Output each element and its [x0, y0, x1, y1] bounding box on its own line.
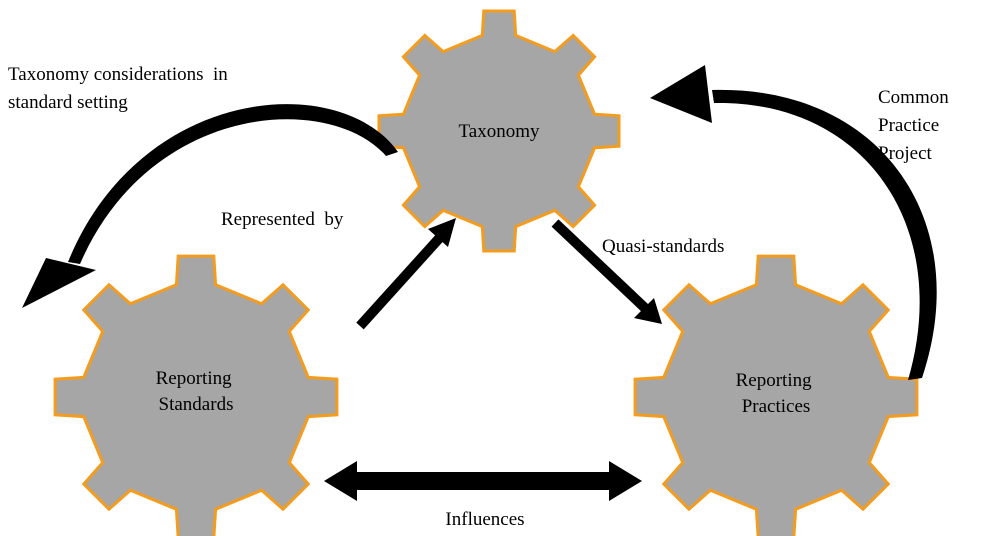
taxonomy-to-practices-arrowhead: [634, 298, 662, 324]
taxonomy-to-standards-curved-arrow: [68, 104, 398, 264]
standards-to-taxonomy-arrowhead: [428, 218, 456, 247]
influences-label: Influences: [445, 509, 524, 530]
reporting-practices-gear-label: Reporting Practices: [736, 370, 817, 417]
practices-to-taxonomy-arrowhead: [650, 65, 712, 123]
influences-double-arrow: [324, 461, 642, 501]
standards-to-taxonomy-arrow-shaft: [356, 229, 448, 330]
taxonomy-gear-label: Taxonomy: [459, 121, 540, 142]
taxonomy-to-practices-arrow-shaft: [551, 219, 650, 313]
represented-by-label: Represented by: [221, 209, 344, 230]
common-practice-project-label: Common Practice Project: [878, 87, 953, 164]
taxonomy-to-standards-arrowhead: [22, 258, 96, 308]
reporting-practices-gear: [633, 254, 919, 536]
reporting-standards-gear-label: Reporting Standards: [156, 368, 237, 415]
taxonomy-gear: [377, 9, 621, 253]
taxonomy-considerations-label: Taxonomy considerations in standard sett…: [8, 64, 233, 113]
practices-to-taxonomy-curved-arrow: [712, 89, 937, 380]
reporting-standards-gear: [53, 254, 339, 536]
quasi-standards-label: Quasi-standards: [602, 236, 724, 257]
